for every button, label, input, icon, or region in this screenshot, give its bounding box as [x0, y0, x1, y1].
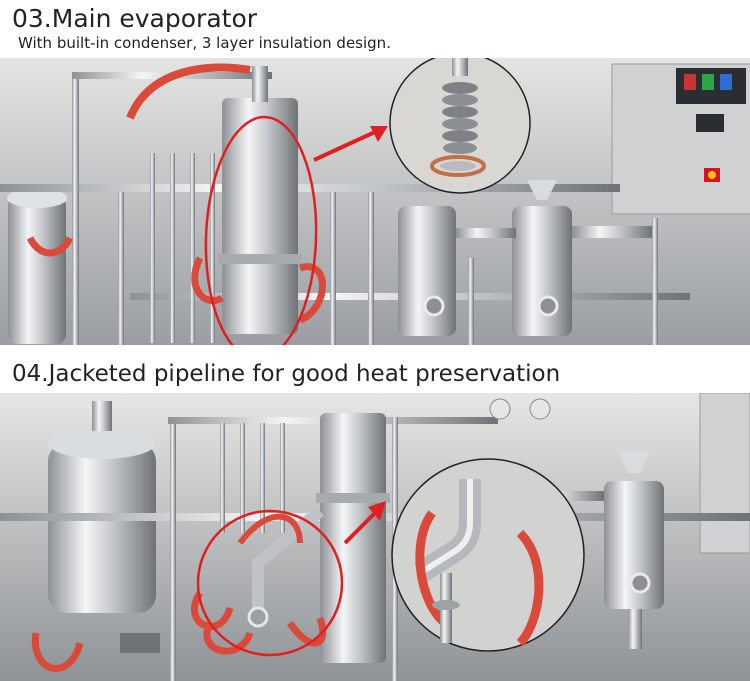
main-evaporator-illustration [0, 58, 750, 345]
jacketed-pipeline-photo [0, 393, 750, 681]
callout-arrow [313, 130, 376, 162]
main-evaporator-column [222, 98, 298, 334]
jacketed-pipeline-illustration [0, 393, 750, 681]
receiving-flask-right [512, 206, 572, 336]
pipeline-highlight-circle [196, 509, 344, 657]
left-vessel [8, 196, 66, 344]
evaporator-highlight-circle [204, 115, 318, 345]
coil-spring [442, 82, 478, 154]
section-2-title: 04.Jacketed pipeline for good heat prese… [12, 361, 561, 387]
section-main-evaporator: 03.Main evaporator With built-in condens… [0, 4, 750, 345]
evaporator-column [320, 413, 386, 663]
feed-vessel [48, 443, 156, 613]
receiving-flask-left [398, 206, 456, 336]
callout-arrow-2 [343, 511, 377, 545]
main-evaporator-photo [0, 58, 750, 345]
section-jacketed-pipeline: 04.Jacketed pipeline for good heat prese… [0, 345, 750, 681]
section-1-subtitle: With built-in condenser, 3 layer insulat… [18, 34, 391, 52]
condenser-coil-zoom-circle [389, 58, 531, 194]
section-1-title: 03.Main evaporator [12, 4, 258, 33]
receiving-flask [604, 481, 664, 609]
jacketed-pipe-zoom-circle [391, 458, 585, 652]
